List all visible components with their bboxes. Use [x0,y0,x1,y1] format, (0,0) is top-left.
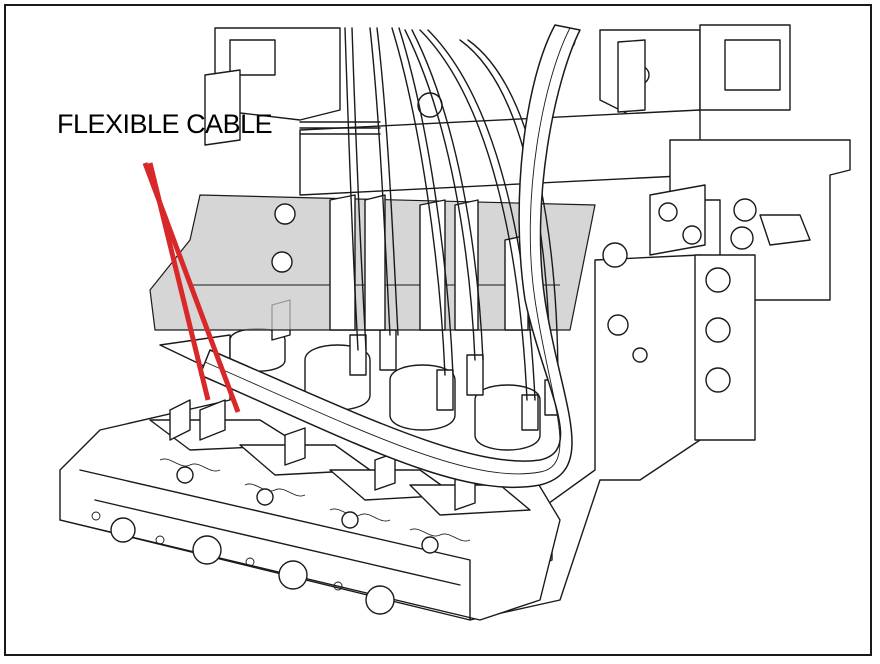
print-heads [229,299,561,451]
figure-frame [4,4,872,656]
label-marks [299,121,381,135]
carriage-rail [299,109,851,301]
capping-stations [149,399,531,554]
leader-line-2 [147,162,211,401]
callout-leader-lines [142,162,241,413]
flexible-cable-label: FLEXIBLE CABLE [57,109,273,139]
ink-tubes [344,27,559,401]
carriage-cover [149,194,628,331]
flexible-cable [199,24,646,489]
